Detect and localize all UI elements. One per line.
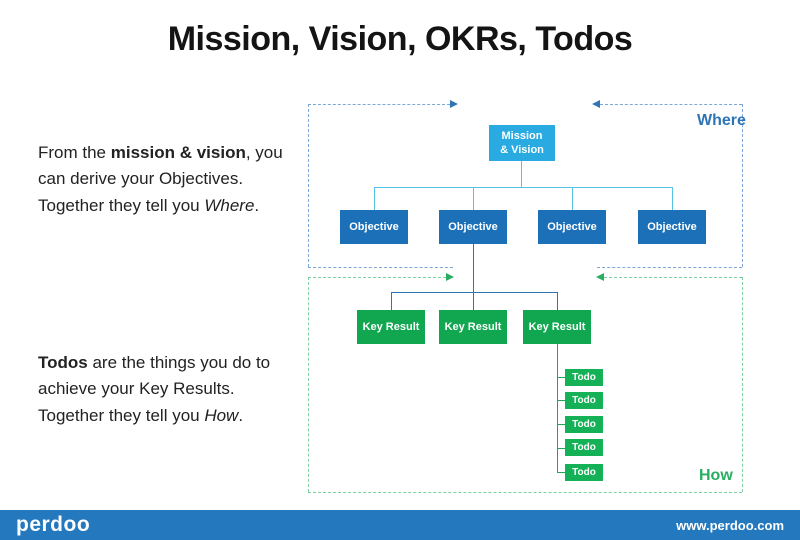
objective-box-2: Objective (439, 210, 507, 244)
connector-mission-down (521, 161, 522, 187)
todo-box-4: Todo (565, 439, 603, 456)
connector-objective-3-drop (572, 187, 573, 210)
todo-box-5: Todo (565, 464, 603, 481)
how-region-border-top-right (604, 277, 742, 278)
todo-box-2: Todo (565, 392, 603, 409)
key-result-box-3: Key Result (523, 310, 591, 344)
where-region-border-top-left (308, 104, 450, 105)
mission-vision-label-line2: & Vision (500, 144, 544, 156)
connector-todo-4-stub (557, 448, 565, 449)
how-region-border-right (742, 277, 743, 492)
connector-keyresults-horizontal (391, 292, 558, 293)
objective-box-4: Objective (638, 210, 706, 244)
note-line: Together they tell you How. (38, 403, 270, 429)
where-label: Where (697, 112, 746, 129)
todo-box-1: Todo (565, 369, 603, 386)
page-title: Mission, Vision, OKRs, Todos (167, 20, 633, 58)
text-run: , you (245, 143, 283, 162)
connector-todo-1-stub (557, 377, 565, 378)
where-region-border-top-right (600, 104, 742, 105)
arrow-left-icon (596, 273, 604, 281)
arrow-right-icon (446, 273, 454, 281)
where-region-border-bottom-left (308, 267, 453, 268)
connector-todo-3-stub (557, 424, 565, 425)
where-region-border-bottom-right (597, 267, 742, 268)
how-region-border-bottom (308, 492, 742, 493)
how-region-border-left (308, 277, 309, 492)
objective-box-3: Objective (538, 210, 606, 244)
note-line: achieve your Key Results. (38, 376, 270, 402)
where-region-border-right (742, 104, 743, 267)
perdoo-logo: perdoo (16, 513, 91, 536)
key-result-box-2: Key Result (439, 310, 507, 344)
connector-keyresult-2-drop (473, 292, 474, 310)
text-run: Together they tell you (38, 405, 205, 425)
arrow-left-icon (592, 100, 600, 108)
note-mission-vision: From the mission & vision, you can deriv… (38, 140, 283, 219)
arrow-right-icon (450, 100, 458, 108)
note-line: Todos are the things you do to (38, 350, 270, 376)
how-region-border-top-left (308, 277, 446, 278)
footer-url: www.perdoo.com (676, 517, 784, 533)
footer-bar: perdoo www.perdoo.com (0, 510, 800, 540)
text-run: . (254, 195, 260, 215)
note-line: From the mission & vision, you (38, 140, 283, 166)
text-run: . (238, 405, 244, 425)
connector-keyresult-1-drop (391, 292, 392, 310)
key-result-box-1: Key Result (357, 310, 425, 344)
text-run: achieve your Key Results. (38, 379, 235, 399)
connector-keyresult3-down (557, 344, 558, 473)
connector-todo-2-stub (557, 400, 565, 401)
connector-objective2-down (473, 244, 474, 292)
connector-todo-5-stub (557, 472, 565, 473)
text-run: can derive your Objectives. (38, 169, 244, 189)
connector-objective-4-drop (672, 187, 673, 210)
connector-objective-2-drop (473, 187, 474, 210)
connector-objective-1-drop (374, 187, 375, 210)
where-region-border-left (308, 104, 309, 267)
mission-vision-box: Mission & Vision (489, 125, 555, 161)
text-run-italic: Where (204, 195, 255, 215)
text-run-bold: mission & vision (110, 143, 246, 162)
note-todos: Todos are the things you do to achieve y… (38, 350, 270, 429)
connector-keyresult-3-drop (557, 292, 558, 310)
text-run-italic: How (204, 405, 239, 425)
note-line: can derive your Objectives. (38, 166, 283, 192)
note-line: Together they tell you Where. (38, 193, 283, 219)
text-run: Together they tell you (38, 195, 205, 215)
text-run: are the things you do to (87, 353, 271, 372)
text-run: From the (38, 143, 111, 162)
mission-vision-label-line1: Mission (501, 129, 543, 142)
text-run-bold: Todos (38, 353, 88, 372)
todo-box-3: Todo (565, 416, 603, 433)
connector-objectives-horizontal (374, 187, 673, 188)
how-label: How (699, 467, 733, 484)
objective-box-1: Objective (340, 210, 408, 244)
